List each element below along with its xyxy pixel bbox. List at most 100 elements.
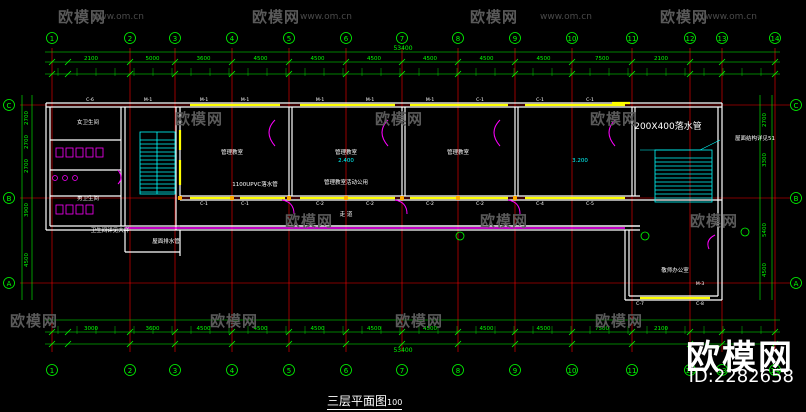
room-label: 管理教室 (221, 148, 244, 156)
dim-tick (718, 340, 726, 348)
axis-label: A (794, 280, 799, 288)
door-window-tag: M-3 (696, 281, 705, 287)
axis-bubble (340, 364, 352, 376)
axis-label: 10 (568, 367, 577, 375)
bottom-span-label: 4500 (197, 326, 211, 332)
door-window-tag: C-1 (241, 201, 249, 207)
basin-fixture (52, 175, 58, 181)
top-span-label: 5000 (146, 56, 160, 62)
door-window-tag: M-1 (316, 97, 325, 103)
stair-outline (139, 131, 176, 195)
door-window-tag: C-2 (366, 201, 374, 207)
dim-tick (285, 70, 293, 78)
top-span-label: 4500 (367, 56, 381, 62)
room-label: 走 道 (340, 210, 353, 218)
axis-bubble (790, 277, 802, 289)
dim-tick (171, 328, 179, 336)
watermark-brand: 欧模网 (595, 312, 644, 330)
toilet-fixture (55, 204, 64, 215)
dim-tick (64, 70, 72, 78)
axis-bubble (3, 192, 15, 204)
top-span-label: 4500 (311, 56, 325, 62)
door-arc (281, 199, 295, 215)
column-mark (344, 196, 348, 200)
top-span-label: 2100 (84, 56, 98, 62)
door-window-tag: M-1 (241, 97, 250, 103)
door-window-tag: M-1 (144, 97, 153, 103)
door-arc (117, 169, 122, 185)
axis-label: 12 (686, 35, 695, 43)
dim-tick (628, 340, 636, 348)
dim-tick (718, 70, 726, 78)
dim-tick (342, 328, 350, 336)
axis-label: 13 (718, 35, 727, 43)
axis-bubble (46, 32, 58, 44)
dim-tick (511, 340, 519, 348)
axis-label: 14 (771, 35, 780, 43)
axis-label: B (7, 195, 12, 203)
dim-tick (126, 58, 134, 66)
axis-label: 7 (400, 367, 404, 375)
dim-tick (686, 328, 694, 336)
bottom-span-label: 7500 (595, 326, 609, 332)
axis-bubble (684, 364, 696, 376)
axis-label: 5 (287, 35, 291, 43)
dim-tick (454, 70, 462, 78)
top-span-label: 4500 (254, 56, 268, 62)
axis-bubble (509, 32, 521, 44)
dim-tick (285, 328, 293, 336)
dim-tick (568, 70, 576, 78)
dim-tick (628, 328, 636, 336)
dim-tick (126, 328, 134, 336)
annotation-note: 卫生间详见大样 (91, 226, 130, 234)
drawing-scale: 100 (387, 398, 403, 407)
dim-tick (285, 340, 293, 348)
drawing-title: 三层平面图100 (327, 392, 403, 410)
bottom-span-label: 4500 (311, 326, 325, 332)
dim-tick (126, 70, 134, 78)
door-window-tag: C-6 (86, 97, 94, 103)
dim-tick (568, 328, 576, 336)
dim-tick (64, 340, 72, 348)
column-mark (287, 196, 291, 200)
axis-bubble (169, 32, 181, 44)
watermark-brand: 欧模网 (10, 312, 59, 330)
axis-label: 6 (344, 35, 349, 43)
total-dimension-top: 53400 (393, 45, 412, 52)
axis-bubble (124, 32, 136, 44)
door-window-tag: C-8 (696, 301, 704, 307)
walls (45, 102, 723, 301)
top-span-label: 4500 (423, 56, 437, 62)
axis-bubble (124, 364, 136, 376)
door-markers (117, 119, 716, 250)
dim-tick (64, 58, 72, 66)
axis-bubble (509, 364, 521, 376)
total-dimension-bottom: 53400 (393, 347, 412, 354)
room-label: 管理教室活动公用 (324, 178, 368, 186)
axis-label: 12 (686, 367, 695, 375)
annotation-note: 屋面结构详见51 (735, 134, 775, 142)
toilet-fixture (75, 147, 84, 158)
top-span-label: 2100 (654, 56, 668, 62)
toilet-fixture (65, 204, 74, 215)
axis-bubble (769, 364, 781, 376)
door-arc (394, 199, 408, 215)
axis-bubble (283, 364, 295, 376)
top-span-label: 7500 (595, 56, 609, 62)
annotation-note: 屋面排水管 (152, 237, 180, 245)
right-dim-label: 2700 (762, 113, 768, 127)
door-window-tag: C-1 (200, 201, 208, 207)
room-label: 3.200 (572, 158, 588, 164)
axis-bubble (716, 32, 728, 44)
axis-label: 9 (513, 367, 517, 375)
door-window-tag: M-1 (366, 97, 375, 103)
toilet-fixture (65, 147, 74, 158)
detail-callout (740, 227, 750, 237)
axis-label: 8 (456, 35, 460, 43)
dim-tick (398, 58, 406, 66)
door-arc (381, 119, 389, 147)
axis-label: 11 (628, 367, 637, 375)
bottom-span-label: 2100 (654, 326, 668, 332)
door-arc (493, 119, 501, 147)
axis-label: 5 (287, 367, 291, 375)
